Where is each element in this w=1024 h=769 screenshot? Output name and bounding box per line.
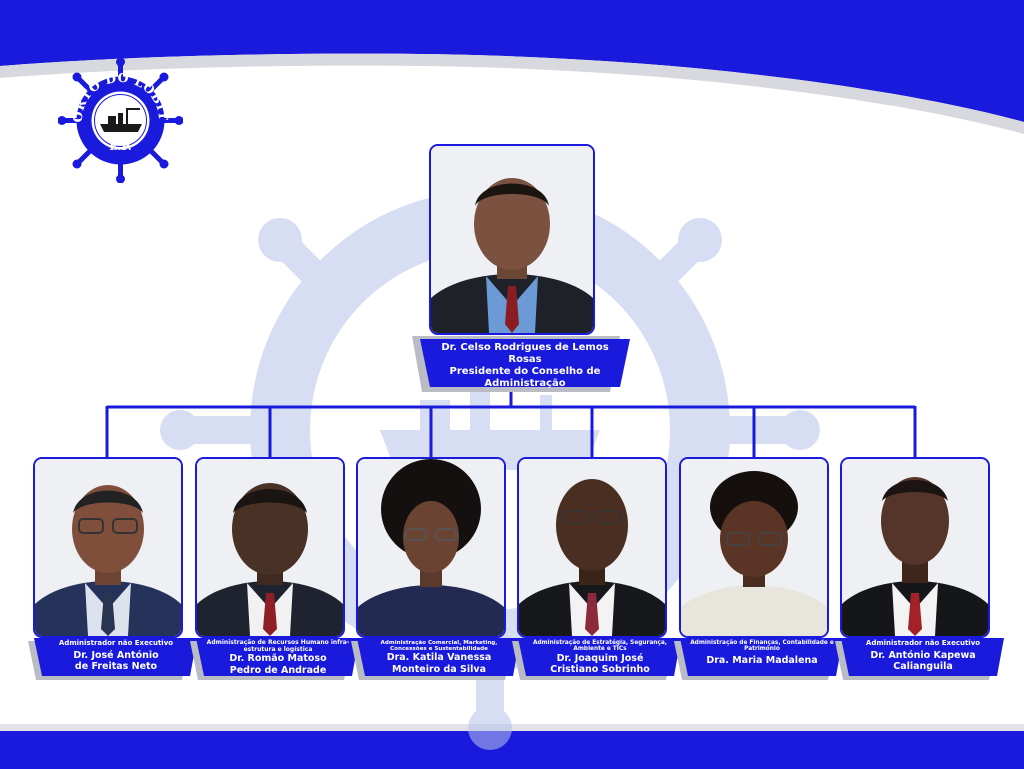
ship-wheel-icon: PORTO DO LOBITO E.P. xyxy=(52,46,184,184)
president-photo xyxy=(429,144,595,335)
bottom-band xyxy=(0,731,1024,769)
president-label: Dr. Celso Rodrigues de Lemos Rosas Presi… xyxy=(424,342,626,390)
logo-suffix: E.P. xyxy=(109,140,132,153)
president-role-line2: Administração xyxy=(484,378,566,389)
president-name: Dr. Celso Rodrigues de Lemos Rosas xyxy=(441,342,609,365)
top-wave-shadow xyxy=(0,53,1024,135)
member-label-6: Administrador não Executivo Dr. António … xyxy=(847,639,999,673)
member-role: Administrador não Executivo xyxy=(58,639,174,647)
member-tabs xyxy=(28,638,1004,680)
member-name-line2: Pedro de Andrade xyxy=(229,664,327,676)
president-tab xyxy=(420,339,630,387)
member-photo-1 xyxy=(33,457,183,638)
member-photo-2 xyxy=(195,457,345,638)
porto-do-lobito-logo: PORTO DO LOBITO E.P. xyxy=(52,46,184,184)
member-role: Administração de Recursos Humano infra-e… xyxy=(206,639,350,653)
person-silhouette-icon xyxy=(431,146,593,333)
member-role: Administrador não Executivo xyxy=(865,639,981,647)
person-silhouette-icon xyxy=(842,459,988,636)
member-name-line1: Dra. Maria Madalena xyxy=(706,654,818,666)
bottom-band-shadow xyxy=(0,724,1024,731)
member-photo-3 xyxy=(356,457,506,638)
member-name-line1: Dra. Katila Vanessa xyxy=(386,652,492,664)
member-photo-5 xyxy=(679,457,829,638)
person-silhouette-icon xyxy=(197,459,343,636)
member-photo-6 xyxy=(840,457,990,638)
member-label-5: Administração de Finanças, Contabilidade… xyxy=(686,640,838,666)
member-name-line2: de Freitas Neto xyxy=(74,661,158,673)
person-silhouette-icon xyxy=(681,459,827,636)
member-name-line1: Dr. Romão Matoso xyxy=(229,653,327,665)
member-role: Administração de Estratégia, Segurança, … xyxy=(533,640,667,653)
person-silhouette-icon xyxy=(519,459,665,636)
member-label-4: Administração de Estratégia, Segurança, … xyxy=(524,640,676,676)
person-silhouette-icon xyxy=(358,459,504,636)
member-label-3: Administração Comercial, Marketing, Conc… xyxy=(363,640,515,675)
member-label-1: Administrador não Executivo Dr. José Ant… xyxy=(40,639,192,673)
member-photo-4 xyxy=(517,457,667,638)
member-label-2: Administração de Recursos Humano infra-e… xyxy=(202,639,354,676)
member-role: Administração Comercial, Marketing, Conc… xyxy=(380,640,498,653)
person-silhouette-icon xyxy=(35,459,181,636)
member-name-line1: Dr. António Kapewa xyxy=(870,649,976,661)
member-name-line2: Cristiano Sobrinho xyxy=(550,664,650,676)
member-name-line2: Calianguila xyxy=(893,661,953,673)
top-wave-band xyxy=(0,0,1024,122)
member-name-line1: Dr. José António xyxy=(73,649,159,661)
president-role-line1: Presidente do Conselho de xyxy=(449,366,601,377)
member-name-line2: Monteiro da Silva xyxy=(392,663,486,675)
member-name-line1: Dr. Joaquim José xyxy=(556,652,644,664)
member-role: Administração de Finanças, Contabilidade… xyxy=(690,640,834,653)
